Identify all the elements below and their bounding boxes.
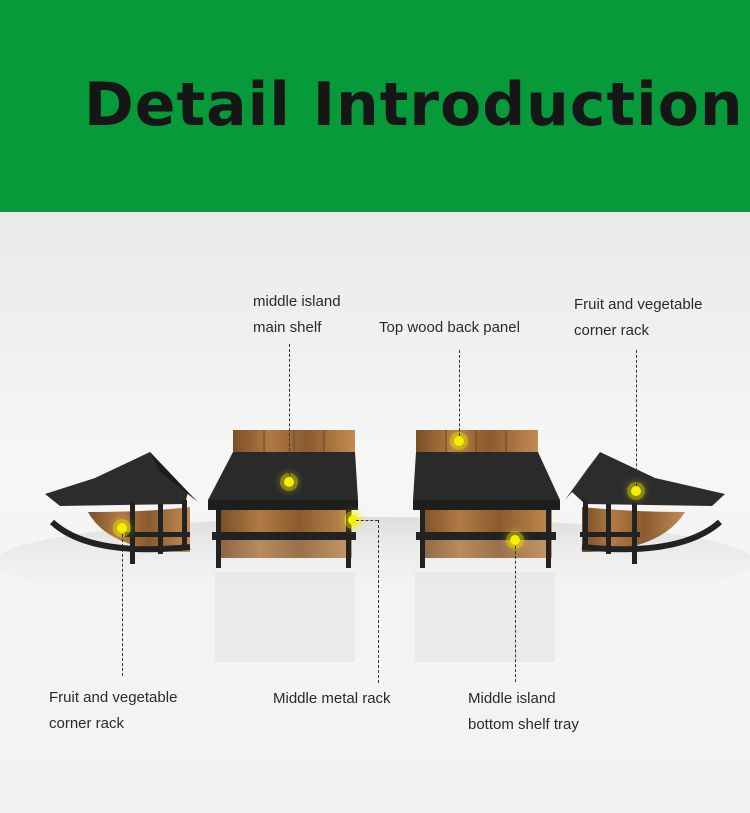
hotspot-middle-metal-rack[interactable] [348, 515, 358, 525]
label-line: Fruit and vegetable [49, 689, 178, 706]
hotspot-top-wood-panel[interactable] [454, 436, 464, 446]
product-illustration [0, 430, 750, 662]
header-banner: Detail Introduction [0, 0, 750, 212]
leader-bottom-shelf-tray [515, 546, 516, 682]
hotspot-main-shelf[interactable] [284, 477, 294, 487]
hotspot-corner-rack-left[interactable] [117, 523, 127, 533]
label-line: Top wood back panel [379, 319, 520, 336]
label-bottom-shelf-tray: Middle island bottom shelf tray [468, 686, 579, 738]
label-middle-island-main-shelf: middle island main shelf [253, 289, 341, 341]
leader-top-wood-panel [459, 350, 460, 436]
label-line: Middle island [468, 690, 556, 707]
page-title: Detail Introduction [84, 70, 744, 140]
corner-rack-right [565, 452, 725, 564]
middle-island-right [413, 430, 560, 568]
label-line: Fruit and vegetable [574, 296, 703, 313]
label-top-wood-back-panel: Top wood back panel [379, 315, 520, 341]
leader-middle-metal-rack-h [356, 520, 378, 521]
hotspot-bottom-shelf-tray[interactable] [510, 535, 520, 545]
label-corner-rack-left: Fruit and vegetable corner rack [49, 685, 177, 737]
label-line: corner rack [49, 715, 125, 732]
label-line: middle island [253, 293, 341, 310]
label-line: bottom shelf tray [468, 716, 579, 733]
middle-island-left [208, 430, 358, 568]
leader-corner-rack-left [122, 534, 123, 676]
label-corner-rack-right: Fruit and vegetable corner rack [574, 292, 702, 344]
leader-corner-rack-right [636, 350, 637, 486]
corner-rack-left [45, 452, 198, 564]
label-line: Middle metal rack [273, 690, 391, 707]
reflection-right-island [415, 572, 555, 662]
hotspot-corner-rack-right[interactable] [631, 486, 641, 496]
leader-main-shelf [289, 344, 290, 476]
reflection-left-island [215, 572, 355, 662]
label-line: corner rack [574, 322, 650, 339]
label-middle-metal-rack: Middle metal rack [273, 686, 391, 712]
leader-middle-metal-rack [378, 520, 379, 683]
label-line: main shelf [253, 319, 322, 336]
